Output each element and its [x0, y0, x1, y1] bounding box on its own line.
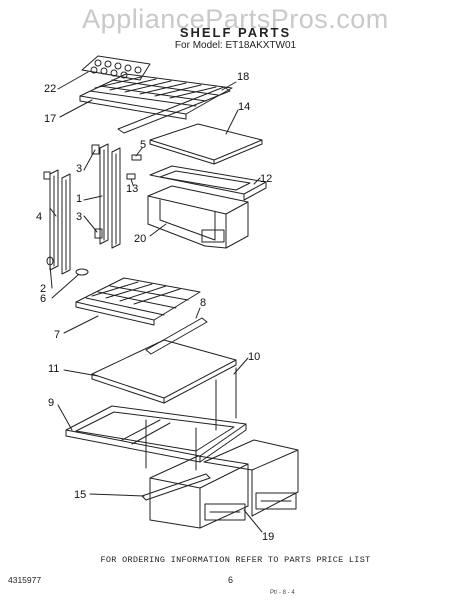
callout-15: 15: [74, 489, 86, 501]
top-wire-shelf-part: [79, 73, 233, 120]
callout-18: 18: [237, 71, 249, 83]
callout-5: 5: [140, 139, 146, 151]
glass-shelf-11-part: [91, 339, 237, 404]
model-line: For Model: ET18AKXTW01: [174, 40, 297, 51]
trim-strip-15-part: [141, 473, 211, 501]
callout-11: 11: [48, 363, 59, 375]
callout-numbers: 22 17 18 14 5 3 1 13 12 4 3 20 2 6 8 7 1…: [36, 71, 274, 543]
callout-20: 20: [134, 233, 146, 245]
callout-8: 8: [200, 297, 206, 309]
trim-strip-8-part: [145, 317, 208, 355]
callout-4: 4: [36, 211, 42, 223]
callout-12: 12: [260, 173, 272, 185]
callout-14: 14: [238, 101, 250, 113]
bracket-parts: [126, 154, 142, 180]
document-number: 4315977: [8, 575, 42, 585]
ordering-note: FOR ORDERING INFORMATION REFER TO PARTS …: [100, 555, 371, 565]
callout-2: 2: [40, 283, 46, 295]
glass-shelf-14-part: [149, 123, 263, 165]
bottom-mark: Pt/ - 8 - 4: [270, 590, 295, 596]
callout-19: 19: [262, 531, 274, 543]
crisper-frame-12-part: [149, 165, 267, 201]
watermark: AppliancePartsPros.com: [82, 4, 389, 34]
crisper-drawers-19-part: [149, 439, 299, 529]
callout-6: 6: [40, 293, 46, 305]
diagram-title: SHELF PARTS: [179, 25, 292, 40]
shelf-rails-part: [43, 143, 121, 276]
egg-tray-part: [81, 55, 151, 81]
crisper-pan-20-part: [147, 185, 249, 249]
callout-7: 7: [54, 329, 60, 341]
shelf-frame-10-part: [215, 367, 237, 431]
trim-strip-18-part: [117, 86, 231, 134]
page-number: 6: [228, 575, 234, 585]
callout-3-lower: 3: [76, 211, 82, 223]
callout-9: 9: [48, 397, 54, 409]
callout-22: 22: [44, 83, 56, 95]
callout-10: 10: [248, 351, 260, 363]
crisper-frame-9-part: [65, 405, 247, 471]
wire-shelf-7-part: [75, 277, 201, 326]
callout-3-upper: 3: [76, 163, 82, 175]
callout-1: 1: [76, 193, 82, 205]
callout-17: 17: [44, 113, 56, 125]
callout-13: 13: [126, 183, 138, 195]
leader-lines: [49, 71, 263, 533]
